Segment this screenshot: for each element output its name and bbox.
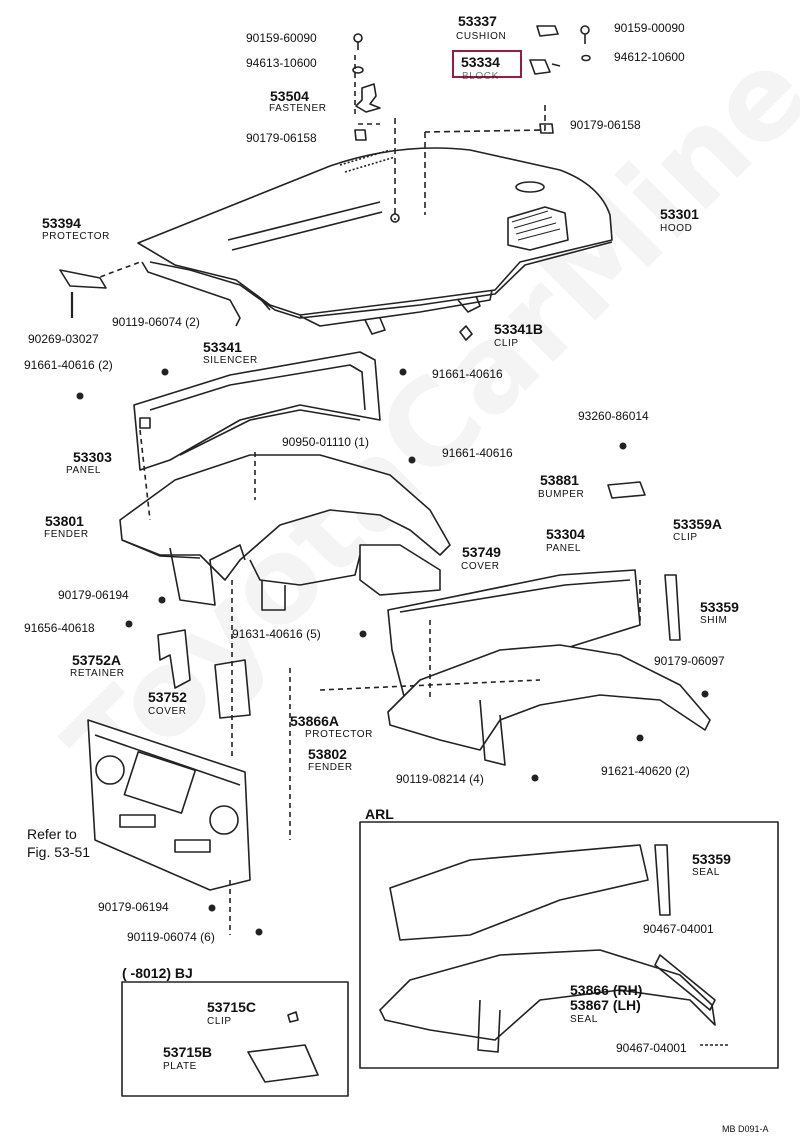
- name-53749: COVER: [461, 561, 500, 572]
- label-90179-06194-a[interactable]: 90179-06194: [58, 588, 129, 602]
- label-53802[interactable]: 53802: [308, 746, 347, 762]
- label-90179-06158-b[interactable]: 90179-06158: [570, 118, 641, 132]
- label-53359-seal[interactable]: 53359: [692, 851, 731, 867]
- label-90950-01110[interactable]: 90950-01110 (1): [282, 435, 369, 449]
- front-panel-drawing: [87, 719, 251, 891]
- label-90179-06158-a[interactable]: 90179-06158: [246, 131, 317, 145]
- label-91661-40616-2[interactable]: 91661-40616 (2): [24, 358, 113, 372]
- label-53301[interactable]: 53301: [660, 206, 699, 222]
- label-53866[interactable]: 53866 (RH): [570, 982, 643, 998]
- panel-53303-drawing: [133, 351, 381, 471]
- name-53881: BUMPER: [538, 489, 585, 500]
- bj-inset-frame: [121, 981, 349, 1097]
- label-91631-40616-5[interactable]: 91631-40616 (5): [232, 627, 321, 641]
- name-53341: SILENCER: [203, 355, 258, 366]
- arl-inset-frame: [359, 821, 779, 1069]
- label-53334[interactable]: 53334: [461, 54, 500, 70]
- name-53715c: CLIP: [207, 1016, 232, 1027]
- label-53337[interactable]: 53337: [458, 13, 497, 29]
- name-53802: FENDER: [308, 762, 353, 773]
- label-53359[interactable]: 53359: [700, 599, 739, 615]
- label-53359a[interactable]: 53359A: [673, 516, 723, 532]
- name-53866a: PROTECTOR: [305, 729, 373, 740]
- name-53334: BLOCK: [462, 71, 499, 82]
- label-53304[interactable]: 53304: [546, 526, 585, 542]
- name-53304: PANEL: [546, 543, 582, 554]
- label-53303[interactable]: 53303: [73, 449, 112, 465]
- label-53881[interactable]: 53881: [540, 472, 579, 488]
- name-53359a: CLIP: [673, 532, 698, 543]
- name-53341b: CLIP: [494, 338, 519, 349]
- name-53359: SHIM: [700, 615, 728, 626]
- highlight-frame: [452, 50, 522, 78]
- name-53867: SEAL: [570, 1014, 598, 1025]
- label-93260-86014[interactable]: 93260-86014: [578, 409, 649, 423]
- refer-line1: Refer to: [27, 826, 77, 842]
- label-90119-06074-2[interactable]: 90119-06074 (2): [112, 315, 200, 329]
- label-53394[interactable]: 53394: [42, 215, 81, 231]
- name-53394: PROTECTOR: [42, 231, 110, 242]
- label-53504[interactable]: 53504: [270, 88, 309, 104]
- label-94612-10600[interactable]: 94612-10600: [614, 50, 685, 64]
- name-53752a: RETAINER: [70, 668, 125, 679]
- label-53341[interactable]: 53341: [203, 339, 242, 355]
- label-53715b[interactable]: 53715B: [163, 1044, 213, 1060]
- label-90159-00090[interactable]: 90159-00090: [614, 21, 685, 35]
- name-53303: PANEL: [66, 465, 102, 476]
- bj-inset-title: ( -8012) BJ: [122, 965, 193, 981]
- name-53504: FASTENER: [269, 103, 327, 114]
- label-53752[interactable]: 53752: [148, 689, 187, 705]
- fender-53801-drawing: [119, 454, 451, 611]
- label-90119-06074-6[interactable]: 90119-06074 (6): [127, 930, 215, 944]
- label-90269-03027[interactable]: 90269-03027: [28, 332, 99, 346]
- label-91656-40618[interactable]: 91656-40618: [24, 621, 95, 635]
- name-53801: FENDER: [44, 529, 89, 540]
- figure-code: MB D091-A: [722, 1124, 769, 1134]
- label-90179-06194-b[interactable]: 90179-06194: [98, 900, 169, 914]
- label-94613-10600[interactable]: 94613-10600: [246, 56, 317, 70]
- name-53301: HOOD: [660, 223, 693, 234]
- label-53749[interactable]: 53749: [462, 544, 501, 560]
- name-53715b: PLATE: [163, 1061, 197, 1072]
- label-91661-40616-c[interactable]: 91661-40616: [442, 446, 513, 460]
- label-90179-06097[interactable]: 90179-06097: [654, 654, 725, 668]
- label-53867[interactable]: 53867 (LH): [570, 997, 641, 1013]
- name-53359-seal: SEAL: [692, 867, 720, 878]
- label-53801[interactable]: 53801: [45, 513, 84, 529]
- arl-inset-title: ARL: [365, 806, 394, 822]
- label-53752a[interactable]: 53752A: [72, 652, 122, 668]
- label-53866a[interactable]: 53866A: [290, 713, 340, 729]
- label-90159-60090[interactable]: 90159-60090: [246, 31, 317, 45]
- label-90467-04001-b[interactable]: 90467-04001: [616, 1041, 687, 1055]
- label-90467-04001-a[interactable]: 90467-04001: [643, 922, 714, 936]
- refer-line2[interactable]: Fig. 53-51: [27, 844, 91, 860]
- label-53341b[interactable]: 53341B: [494, 321, 544, 337]
- label-91621-40620-2[interactable]: 91621-40620 (2): [601, 764, 690, 778]
- label-90119-08214-4[interactable]: 90119-08214 (4): [396, 772, 484, 786]
- label-53715c[interactable]: 53715C: [207, 999, 257, 1015]
- name-53337: CUSHION: [456, 31, 507, 42]
- hood-drawing: [137, 147, 613, 335]
- name-53752: COVER: [148, 706, 187, 717]
- label-91661-40616-b[interactable]: 91661-40616: [432, 367, 503, 381]
